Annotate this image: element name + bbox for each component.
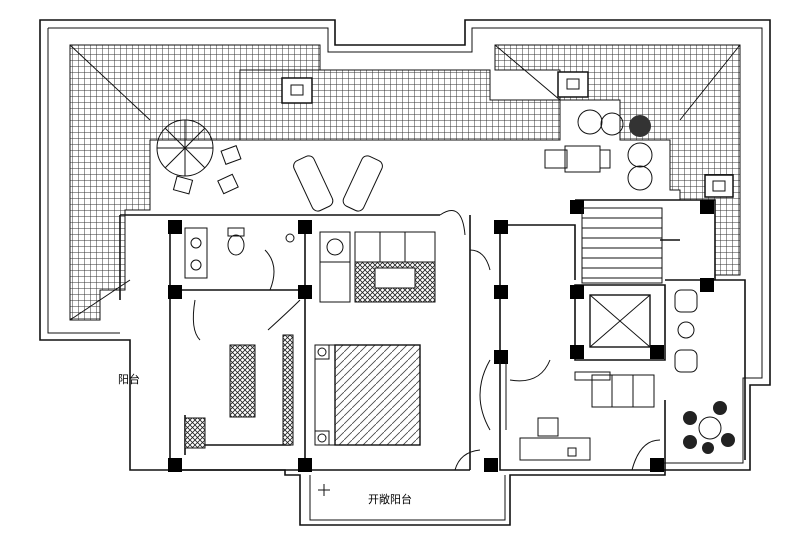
chair-icon [217,173,239,195]
parasol-icon [156,119,214,177]
toilet-icon [227,227,245,256]
chair-icon [220,145,242,165]
doors [192,210,661,471]
walk-in-closet [184,334,294,455]
stair-icon [581,207,680,284]
interior-walls [119,199,746,471]
dining-set-icon [683,401,735,454]
elevator-icon [589,294,651,348]
sofa-icon [591,374,655,408]
lounge-chair-icon [293,155,383,212]
structural-columns [168,200,714,472]
chair-icon [172,175,194,195]
desk-icon [519,417,591,461]
roof-right [494,44,741,276]
window-bay [479,359,507,431]
open-terrace-label: 开敞阳台 [368,492,412,506]
balcony-label: 阳台 [118,372,140,386]
bottom-terrace [309,475,506,521]
lounge-chair-icon [544,145,611,173]
skylight-icon [557,71,589,98]
sofa-icon [319,231,436,303]
skylight-icon [281,77,313,104]
skylight-icon [704,174,734,198]
bed-icon [314,344,421,446]
chair-icon [674,289,698,373]
plant-icon [577,109,653,191]
bathroom [184,227,295,291]
